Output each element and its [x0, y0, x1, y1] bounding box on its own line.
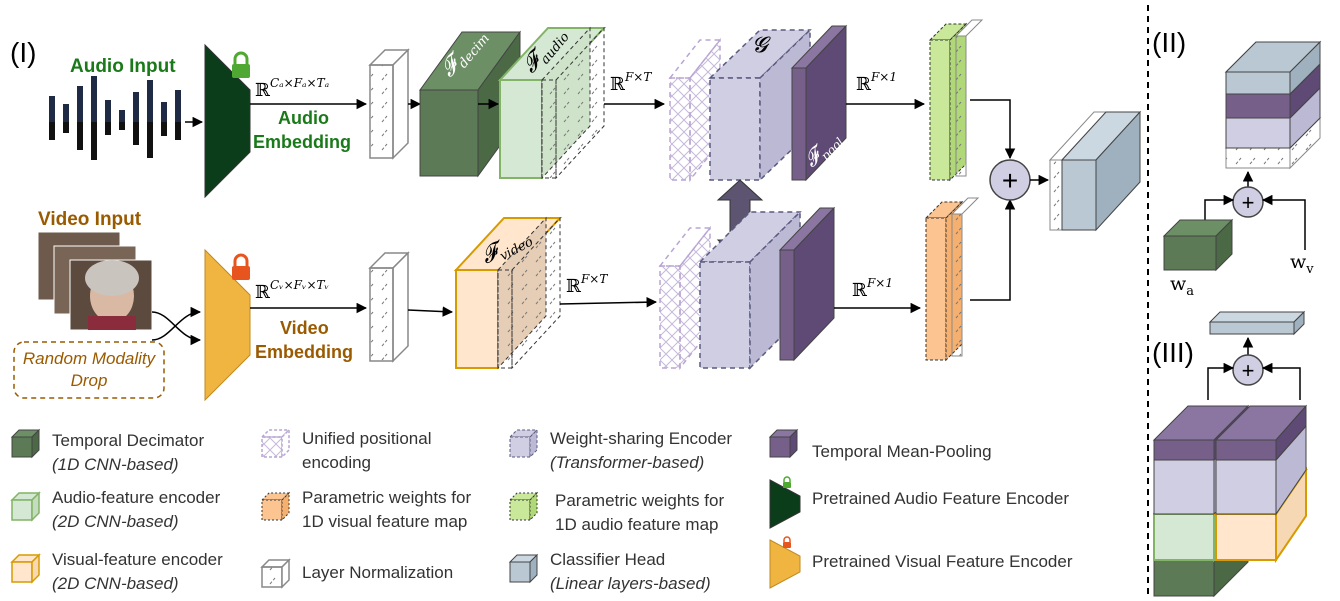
audio-waveform	[49, 76, 181, 160]
legend-label: Visual-feature encoder	[52, 550, 223, 569]
legend-sublabel: (2D CNN-based)	[52, 574, 179, 593]
audio-embedding-line2: Embedding	[253, 132, 351, 152]
legend-icon-parametric-audio	[508, 491, 539, 522]
legend-label: Parametric weights for	[302, 488, 471, 507]
panel-III-classifier	[1208, 310, 1306, 336]
temporal-decimator-block	[419, 30, 521, 178]
audio-mean-pooling-block	[790, 24, 848, 182]
wv-label: wv	[1290, 251, 1314, 277]
legend-label: Parametric weights for	[555, 491, 724, 510]
g-label: 𝓖	[752, 33, 771, 58]
audio-feat-dim: ℝF×T	[610, 70, 652, 95]
panel-II-plus-sign: +	[1242, 190, 1255, 215]
legend: Temporal Decimator (1D CNN-based) Audio-…	[10, 428, 1073, 593]
legend-icon-audio-feature-encoder	[10, 491, 41, 522]
wa-label: wa	[1170, 273, 1194, 299]
video-embedding-line1: Video	[280, 318, 329, 338]
audio-embedding-line1: Audio	[278, 108, 329, 128]
video-pooled-dim: ℝF×1	[852, 276, 893, 301]
video-input-label: Video Input	[38, 209, 142, 230]
legend-label: Weight-sharing Encoder	[550, 429, 732, 448]
legend-icon-pretrained-visual	[769, 536, 801, 589]
legend-icon-layer-norm	[260, 558, 291, 589]
wa-weight-block	[1162, 218, 1234, 272]
legend-icon-unified-positional	[260, 428, 291, 459]
legend-label: Pretrained Audio Feature Encoder	[812, 489, 1069, 508]
legend-icon-weight-sharing	[508, 428, 539, 459]
fusion-plus-sign: +	[1002, 165, 1018, 196]
random-modality-drop-line2: Drop	[71, 371, 108, 390]
random-modality-drop-box	[13, 341, 165, 399]
video-mean-pooling-block	[778, 206, 836, 362]
legend-label: Layer Normalization	[302, 563, 453, 582]
legend-sublabel: 1D audio feature map	[555, 515, 719, 534]
legend-sublabel: (Linear layers-based)	[550, 574, 711, 593]
lock-icon	[232, 51, 250, 78]
legend-icon-mean-pooling	[768, 428, 799, 459]
legend-sublabel: (2D CNN-based)	[52, 512, 179, 531]
legend-label: Pretrained Visual Feature Encoder	[812, 552, 1073, 571]
audio-pooled-dim: ℝF×1	[856, 70, 897, 95]
audio-parametric-weights	[928, 19, 984, 182]
legend-label: Unified positional	[302, 429, 431, 448]
legend-icon-temporal-decimator	[10, 428, 41, 459]
legend-icon-parametric-visual	[260, 491, 291, 522]
legend-icon-pretrained-audio	[769, 476, 801, 529]
audio-dim-label: ℝCₐ×Fₐ×Tₐ	[255, 76, 329, 101]
visual-feature-encoder-block	[453, 216, 563, 370]
panel-label-III: (III)	[1152, 337, 1194, 368]
legend-sublabel: (1D CNN-based)	[52, 455, 179, 474]
random-modality-drop-line1: Random Modality	[23, 349, 157, 368]
video-feat-dim: ℝF×T	[566, 272, 608, 297]
legend-sublabel: encoding	[302, 453, 371, 472]
panel-II-stack	[1224, 40, 1322, 170]
panel-III-video-column	[1213, 404, 1308, 564]
legend-label: Audio-feature encoder	[52, 488, 221, 507]
video-frames	[37, 231, 153, 331]
panel-label-II: (II)	[1152, 27, 1186, 58]
video-dim-label: ℝCᵥ×Fᵥ×Tᵥ	[255, 278, 329, 303]
legend-label: Classifier Head	[550, 550, 665, 569]
video-embedding-line2: Embedding	[255, 342, 353, 362]
legend-sublabel: (Transformer-based)	[550, 453, 704, 472]
legend-icon-visual-feature-encoder	[10, 553, 41, 584]
legend-label: Temporal Mean-Pooling	[812, 442, 992, 461]
legend-label: Temporal Decimator	[52, 431, 204, 450]
legend-sublabel: 1D visual feature map	[302, 512, 467, 531]
legend-icon-classifier-head	[508, 553, 539, 584]
audio-feature-encoder-block	[497, 26, 607, 180]
panel-III-plus-sign: +	[1242, 358, 1255, 383]
classifier-head-block	[1048, 110, 1142, 232]
panel-label-I: (I)	[10, 37, 36, 68]
video-layer-norm	[368, 251, 410, 363]
visual-parametric-weights	[924, 197, 980, 362]
audio-input-label: Audio Input	[70, 56, 176, 77]
audio-layer-norm	[368, 48, 410, 160]
lock-icon	[232, 253, 250, 280]
